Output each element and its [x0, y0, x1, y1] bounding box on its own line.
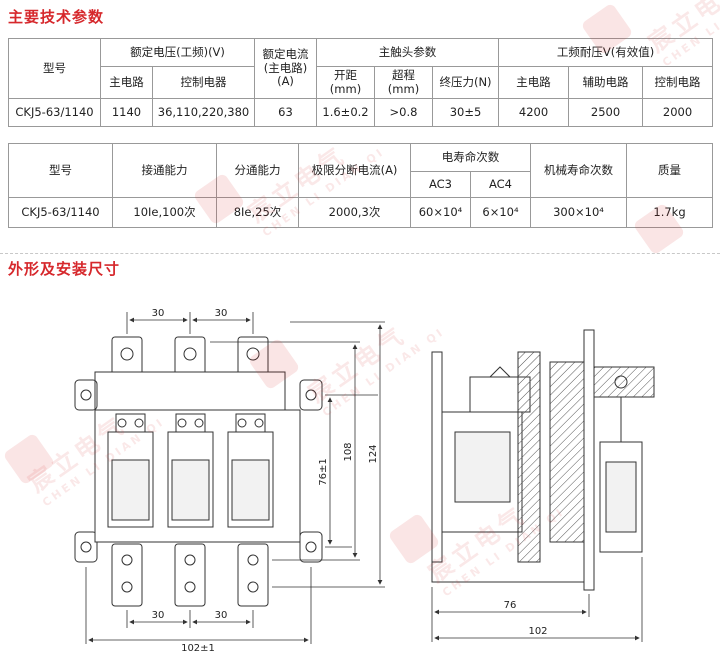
t1-cell: 2000: [642, 98, 714, 127]
t2-model-header: 型号: [8, 143, 113, 198]
t1-sub-overtravel: 超程(mm): [374, 66, 433, 99]
t2-limit-header: 极限分断电流(A): [298, 143, 411, 198]
t1-cell: 2500: [568, 98, 644, 127]
t1-main-contact-header: 主触头参数: [315, 38, 500, 67]
dim-top-pitch-left: 30: [152, 308, 165, 319]
dim-height-inner: 76±1: [318, 458, 329, 485]
dim-bottom-pitch-right: 30: [215, 610, 228, 621]
t1-cell: 36,110,220,380: [152, 98, 255, 127]
t2-sub-ac4: AC4: [470, 171, 531, 198]
t1-cell: >0.8: [374, 98, 433, 127]
section-divider: [0, 253, 720, 254]
t1-withstand-header: 工频耐压V(有效值): [498, 38, 714, 67]
t1-cell: CKJ5-63/1140: [8, 98, 101, 127]
dim-overall-width: 102±1: [181, 643, 215, 654]
t1-cell: 63: [254, 98, 317, 127]
t2-mass-header: 质量: [626, 143, 713, 198]
t2-sub-ac3: AC3: [410, 171, 471, 198]
side-view-drawing: 76 102: [431, 329, 655, 642]
t1-cell: 1.6±0.2: [316, 98, 375, 127]
t1-model-header: 型号: [8, 38, 101, 99]
section-title-dimensions: 外形及安装尺寸: [8, 260, 121, 278]
t2-elec-life-header: 电寿命次数: [410, 143, 531, 172]
t2-cell: 8Ie,25次: [216, 197, 299, 228]
dim-height-total: 124: [368, 444, 379, 463]
t2-cell: 2000,3次: [298, 197, 411, 228]
t1-sub-main-circuit: 主电路: [100, 66, 153, 99]
t2-cell: 1.7kg: [626, 197, 713, 228]
t2-mech-life-header: 机械寿命次数: [530, 143, 627, 198]
t1-cell: 30±5: [431, 98, 500, 127]
dim-height-mid: 108: [343, 442, 354, 461]
t1-rated-current-header: 额定电流(主电路)(A): [254, 38, 317, 99]
spec-table-1: 型号 额定电压(工频)(V) 额定电流(主电路)(A) 主触头参数 工频耐压V(…: [8, 38, 714, 127]
dim-side-depth-inner: 76: [504, 600, 517, 611]
t1-cell: 1140: [100, 98, 153, 127]
t2-cell: 10Ie,100次: [112, 197, 217, 228]
section-title-specs: 主要技术参数: [8, 8, 105, 26]
t1-sub-control: 控制电器: [152, 66, 255, 99]
t1-sub-w-aux: 辅助电路: [568, 66, 644, 99]
t1-cell: 4200: [498, 98, 570, 127]
t1-sub-w-main: 主电路: [498, 66, 570, 99]
t1-sub-final-pressure: 终压力(N): [431, 66, 500, 99]
front-view-drawing: 30 30 30 30 102±1 76±1 108 124: [74, 308, 385, 654]
t2-cell: CKJ5-63/1140: [8, 197, 113, 228]
t1-sub-w-control: 控制电路: [642, 66, 714, 99]
t2-cell: 300×10⁴: [530, 197, 627, 228]
dim-top-pitch-right: 30: [215, 308, 228, 319]
dim-bottom-pitch-left: 30: [152, 610, 165, 621]
t1-rated-voltage-header: 额定电压(工频)(V): [100, 38, 255, 67]
t2-break-header: 分通能力: [216, 143, 299, 198]
t2-cell: 60×10⁴: [410, 197, 471, 228]
spec-table-2: 型号 接通能力 分通能力 极限分断电流(A) 电寿命次数 机械寿命次数 质量 A…: [8, 143, 713, 228]
t1-sub-gap: 开距(mm): [316, 66, 375, 99]
dim-side-depth-total: 102: [528, 626, 547, 637]
t2-cell: 6×10⁴: [470, 197, 531, 228]
